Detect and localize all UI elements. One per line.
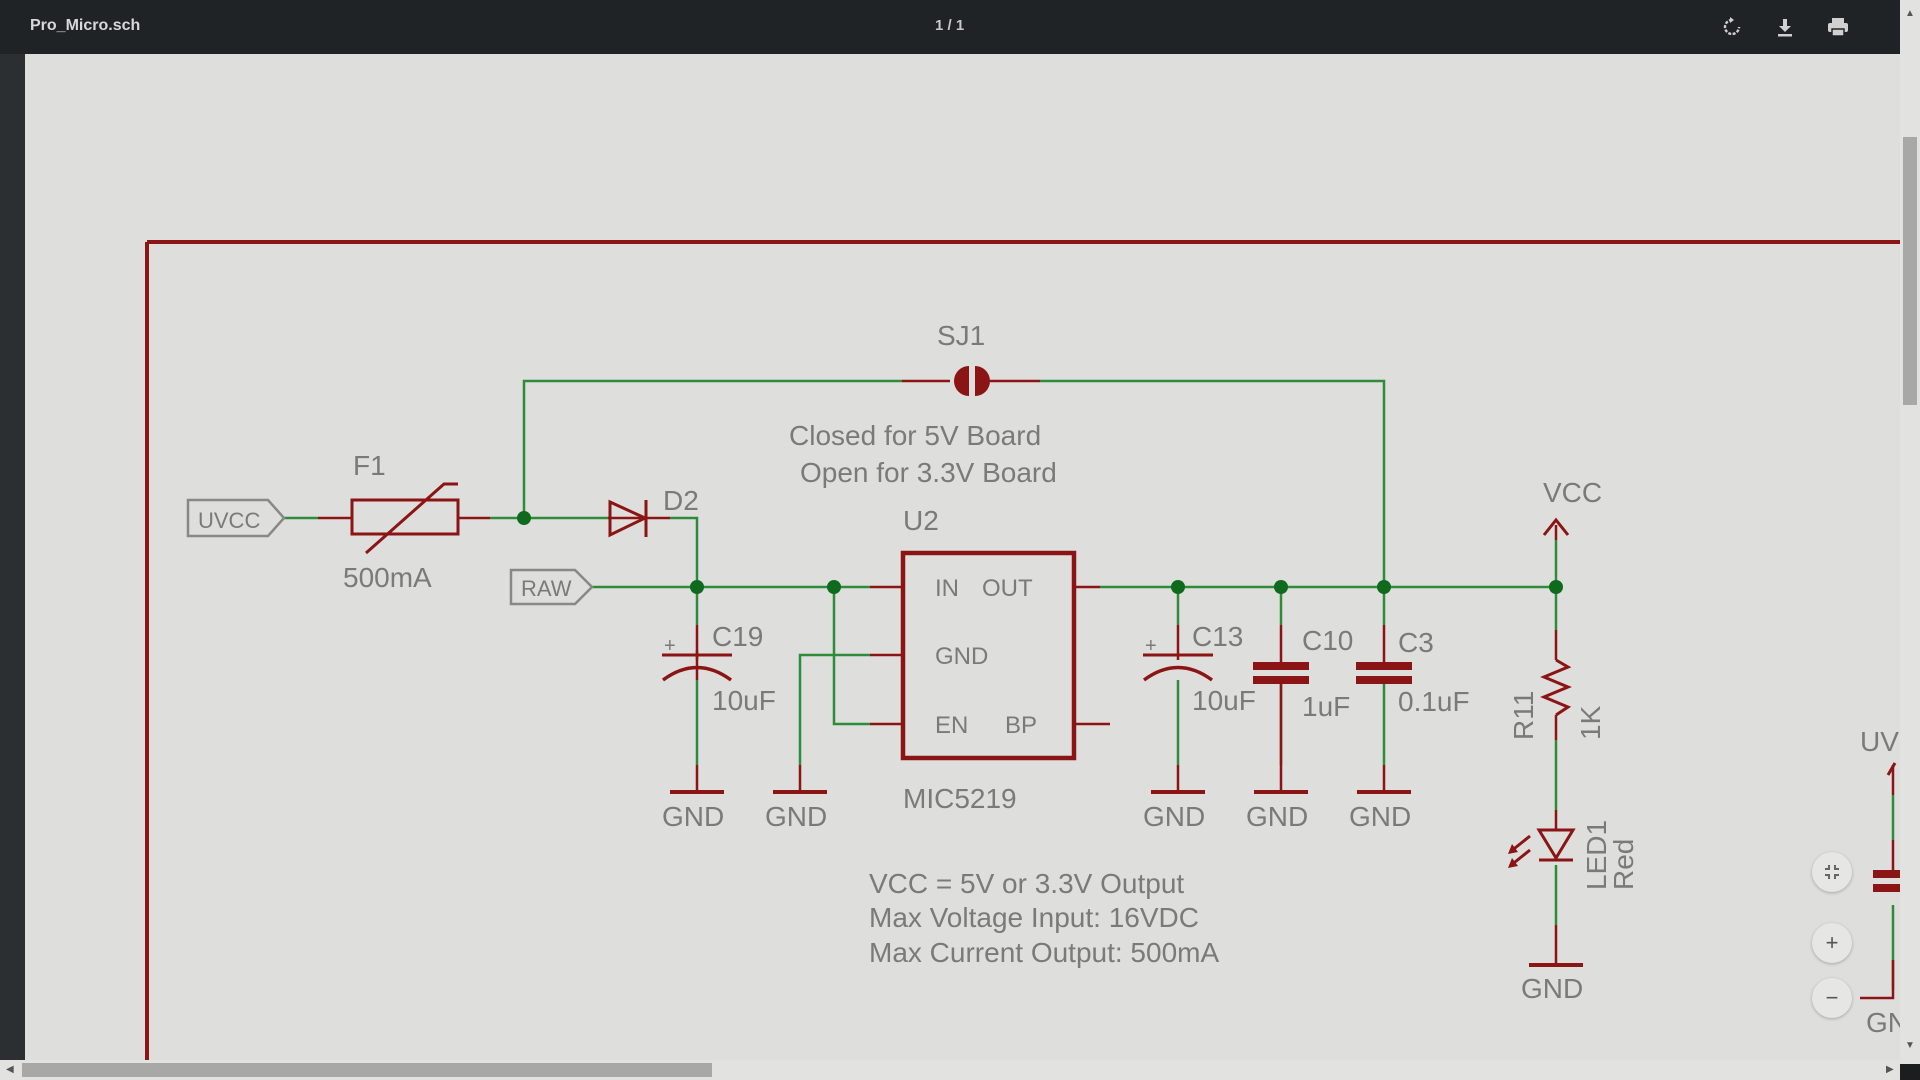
pin-stubs	[318, 379, 1895, 1000]
sheet-frame	[145, 240, 1900, 1060]
wire-d2-out	[670, 516, 699, 625]
regulator-notes: VCC = 5V or 3.3V Output Max Voltage Inpu…	[869, 868, 1219, 968]
c13-polarity: +	[1145, 635, 1157, 657]
wire-en	[832, 587, 870, 726]
c19-ref: C19	[712, 621, 763, 652]
zoom-out-button[interactable]: −	[1812, 978, 1852, 1018]
u2-regulator: U2 IN OUT GND EN BP MIC5219	[900, 505, 1077, 814]
wire-sj1-bypass	[522, 379, 902, 518]
gnd-symbols	[670, 790, 1583, 967]
u2-pin-in: IN	[935, 575, 959, 602]
download-icon	[1778, 19, 1792, 37]
raw-port: RAW	[509, 568, 594, 606]
u2-pin-bp: BP	[1005, 712, 1037, 739]
minus-icon: −	[1825, 985, 1839, 1010]
sj1-note-open: Open for 3.3V Board	[800, 457, 1057, 488]
f1-value: 500mA	[343, 562, 432, 593]
scroll-right-arrow-icon[interactable]: ▶	[1886, 1064, 1894, 1075]
c3-value: 0.1uF	[1398, 686, 1470, 717]
c3-capacitor: C3 0.1uF	[1356, 627, 1470, 717]
c10-ref: C10	[1302, 625, 1353, 656]
print-button[interactable]	[1823, 12, 1853, 42]
schematic-viewport[interactable]: SJ1 Closed for 5V Board Open for 3.3V Bo…	[25, 54, 1900, 1060]
r11-value: 1K	[1575, 705, 1606, 740]
d2-diode: D2	[608, 485, 699, 538]
partial-label-gn: GN	[1866, 1007, 1900, 1038]
r11-resistor: R11 1K	[1508, 658, 1606, 740]
f1-ref: F1	[353, 450, 386, 481]
scroll-up-arrow-icon[interactable]: ▲	[1905, 8, 1915, 19]
c3-ref: C3	[1398, 627, 1434, 658]
note-line: Max Current Output: 500mA	[869, 937, 1219, 968]
scrollbar-corner	[1900, 1064, 1920, 1080]
horizontal-scrollbar[interactable]: ◀ ▶	[0, 1060, 1900, 1080]
u2-part: MIC5219	[903, 783, 1017, 814]
uvcc-label: UVCC	[198, 508, 260, 533]
u2-pin-out: OUT	[982, 575, 1033, 602]
c10-value: 1uF	[1302, 691, 1350, 722]
rotate-icon	[1723, 17, 1741, 36]
horizontal-scroll-thumb[interactable]	[22, 1063, 712, 1077]
viewer-toolbar: Pro_Micro.sch 1 / 1	[0, 0, 1900, 54]
vcc-symbol: VCC	[1542, 477, 1602, 536]
u2-ref: U2	[903, 505, 939, 536]
note-line: VCC = 5V or 3.3V Output	[869, 868, 1184, 899]
wire-gnd-u2	[798, 653, 870, 765]
gnd-label: GND	[1349, 801, 1411, 832]
note-line: Max Voltage Input: 16VDC	[869, 902, 1199, 933]
u2-pin-en: EN	[935, 712, 968, 739]
led1-value: Red	[1608, 839, 1639, 890]
c13-value: 10uF	[1192, 685, 1256, 716]
raw-label: RAW	[521, 576, 572, 601]
scroll-left-arrow-icon[interactable]: ◀	[6, 1064, 14, 1075]
gnd-label: GND	[1521, 973, 1583, 1004]
document-title: Pro_Micro.sch	[30, 17, 141, 34]
led1: LED1 Red	[1508, 820, 1639, 890]
download-button[interactable]	[1770, 12, 1800, 42]
sj1-solder-jumper: SJ1 Closed for 5V Board Open for 3.3V Bo…	[789, 320, 1057, 488]
gnd-labels: GND GND GND GND GND GND	[662, 801, 1583, 1004]
vcc-label: VCC	[1543, 477, 1602, 508]
f1-ptc-fuse: F1 500mA	[343, 450, 460, 593]
c10-capacitor: C10 1uF	[1253, 625, 1353, 722]
r11-ref: R11	[1508, 691, 1539, 740]
junctions	[517, 511, 1563, 594]
u2-pin-gnd: GND	[935, 643, 988, 670]
c13-capacitor: + C13 10uF	[1142, 621, 1256, 716]
c19-polarity: +	[664, 635, 676, 657]
fit-to-page-button[interactable]	[1812, 852, 1852, 892]
sj1-note-closed: Closed for 5V Board	[789, 420, 1041, 451]
plus-icon: +	[1825, 930, 1839, 955]
vertical-scrollbar[interactable]: ▲ ▼	[1900, 0, 1920, 1064]
led1-ref: LED1	[1581, 820, 1612, 890]
partial-label-uv: UV	[1860, 726, 1899, 757]
fit-to-page-icon	[1825, 865, 1839, 879]
zoom-in-button[interactable]: +	[1812, 923, 1852, 963]
rotate-button[interactable]	[1717, 12, 1747, 42]
gnd-label: GND	[765, 801, 827, 832]
wire-sj1-right	[1040, 379, 1386, 587]
d2-ref: D2	[663, 485, 699, 516]
c19-capacitor: + C19 10uF	[661, 621, 776, 716]
schematic-canvas: SJ1 Closed for 5V Board Open for 3.3V Bo…	[145, 240, 1900, 1060]
c19-value: 10uF	[712, 685, 776, 716]
scroll-down-arrow-icon[interactable]: ▼	[1905, 1040, 1915, 1051]
gnd-label: GND	[1246, 801, 1308, 832]
uvcc-port: UVCC	[186, 498, 286, 538]
left-rail	[0, 54, 25, 1064]
partial-right-circuit: UV GN	[1860, 726, 1900, 1038]
gnd-label: GND	[662, 801, 724, 832]
sj1-ref: SJ1	[937, 320, 985, 351]
gnd-label: GND	[1143, 801, 1205, 832]
vertical-scroll-thumb[interactable]	[1903, 137, 1917, 405]
c13-ref: C13	[1192, 621, 1243, 652]
page-indicator: 1 / 1	[935, 17, 965, 34]
print-icon	[1828, 18, 1848, 37]
